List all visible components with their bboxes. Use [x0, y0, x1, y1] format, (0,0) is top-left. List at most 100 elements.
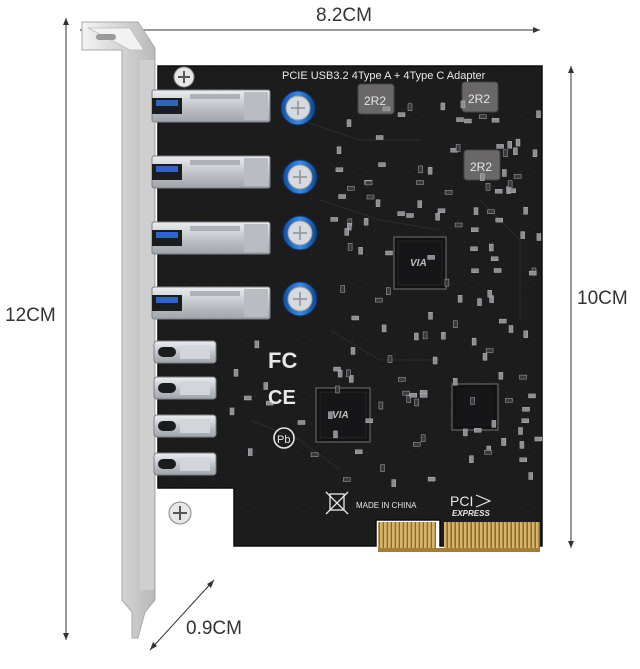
smd-part — [420, 434, 426, 442]
smd-part — [495, 188, 503, 194]
smd-part — [378, 162, 386, 167]
smd-part — [484, 450, 492, 455]
smd-part — [358, 246, 363, 255]
smd-part — [381, 324, 387, 333]
smd-part — [365, 418, 373, 423]
smd-part — [414, 398, 419, 407]
smd-part — [515, 138, 521, 147]
smd-part — [460, 100, 466, 109]
smd-part — [428, 312, 433, 320]
smd-part — [499, 318, 507, 324]
smd-part — [508, 325, 514, 333]
electrolytic-capacitor — [282, 159, 318, 195]
smd-part — [335, 167, 344, 172]
smd-part — [413, 442, 421, 447]
smd-part — [513, 147, 518, 156]
smd-part — [444, 189, 453, 195]
smd-part — [347, 186, 355, 191]
board-height-dimension-label: 10CM — [574, 288, 631, 310]
smd-part — [487, 209, 495, 215]
usb-c-port — [153, 452, 217, 476]
smd-part — [453, 378, 458, 386]
smd-part — [344, 228, 349, 236]
pci-express-logo: PCI EXPRESS — [450, 493, 492, 518]
smd-part — [366, 194, 375, 200]
width-dimension-label: 8.2CM — [313, 5, 375, 27]
smd-part — [407, 103, 413, 112]
usb-a-port — [151, 286, 271, 320]
smd-part — [471, 227, 479, 232]
smd-part — [336, 146, 342, 154]
smd-part — [363, 218, 369, 226]
smd-part — [349, 375, 354, 383]
inductor-label: 2R2 — [468, 92, 490, 106]
mounting-screw-top — [173, 66, 195, 88]
dimension-lines — [65, 18, 572, 651]
smd-part — [398, 377, 406, 382]
smd-part — [495, 217, 503, 223]
smd-part — [340, 285, 345, 293]
inductor-label: 2R2 — [470, 160, 492, 174]
smd-part — [409, 393, 417, 398]
electrolytic-capacitor — [282, 215, 318, 251]
smd-part — [351, 315, 359, 321]
controller-chip-secondary: VIA — [315, 387, 371, 443]
smd-part — [355, 449, 363, 454]
smd-part — [418, 165, 423, 174]
smd-part — [505, 398, 513, 403]
smd-part — [414, 332, 419, 341]
smd-part — [375, 199, 381, 207]
usb-a-port — [151, 221, 271, 255]
smd-part — [455, 144, 461, 152]
smd-part — [536, 233, 542, 241]
smd-part — [427, 476, 436, 482]
smd-part — [528, 393, 536, 399]
smd-part — [378, 401, 384, 410]
lead-free-mark: Pb — [273, 427, 295, 449]
smd-part — [508, 188, 516, 193]
smd-part — [375, 135, 384, 140]
smd-part — [503, 149, 508, 157]
smd-part — [529, 270, 537, 276]
smd-part — [477, 298, 482, 306]
smd-part — [444, 278, 450, 287]
pci-text: PCI — [450, 493, 473, 509]
smd-part — [350, 347, 356, 355]
smd-part — [437, 208, 446, 213]
smd-part — [519, 441, 525, 449]
usb-a-ports — [151, 89, 271, 320]
smd-part — [419, 393, 428, 398]
smd-part — [520, 231, 525, 239]
smd-part — [485, 182, 491, 191]
smd-part — [496, 144, 504, 149]
mounting-screw-bottom — [168, 501, 192, 525]
smd-components — [229, 100, 543, 487]
smd-part — [422, 331, 428, 340]
smd-part — [489, 243, 494, 252]
chip-logo-2: VIA — [332, 410, 349, 421]
smd-part — [406, 213, 414, 218]
smd-part — [463, 428, 468, 437]
smd-part — [406, 395, 411, 403]
usb-a-port — [151, 155, 271, 189]
board-title: PCIE USB3.2 4Type A + 4Type C Adapter — [282, 70, 486, 82]
smd-part — [364, 180, 373, 186]
express-text: EXPRESS — [452, 509, 490, 518]
controller-chip-third — [451, 383, 499, 431]
smd-part — [507, 141, 512, 149]
smd-part — [491, 117, 500, 123]
smd-part — [470, 246, 478, 251]
smd-part — [417, 200, 422, 208]
smd-part — [347, 222, 352, 231]
smd-part — [471, 268, 479, 273]
smd-part — [333, 430, 338, 439]
pb-mark-text: Pb — [277, 434, 290, 446]
smd-part — [244, 395, 252, 401]
smd-part — [532, 149, 538, 158]
smd-part — [498, 372, 504, 380]
smd-part — [502, 169, 507, 177]
electrolytic-capacitor — [280, 90, 316, 126]
smd-part — [456, 117, 464, 122]
